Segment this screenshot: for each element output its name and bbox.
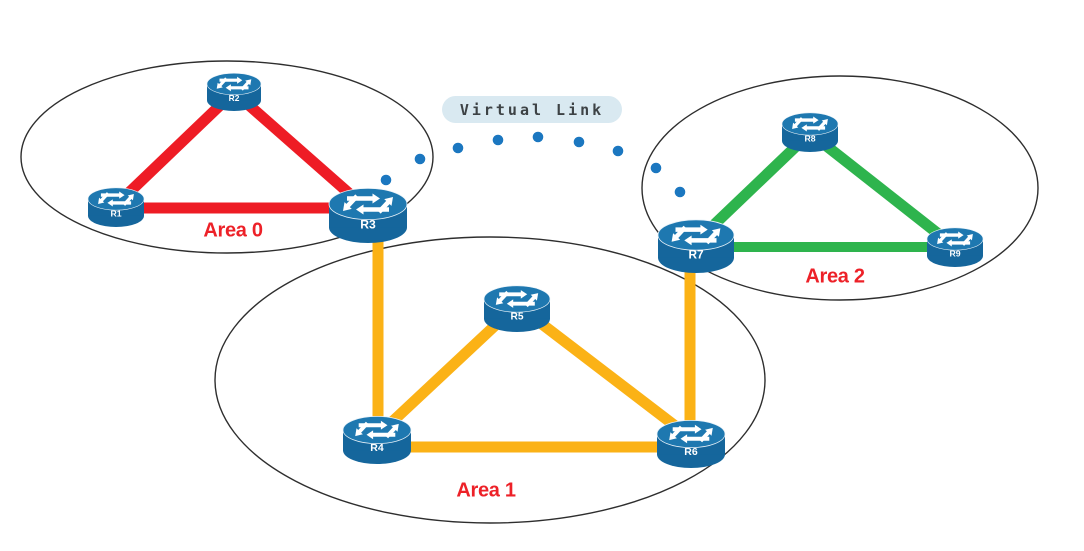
router-arrow-icon bbox=[669, 425, 683, 441]
router-R3: R3 bbox=[328, 187, 408, 243]
virtual-link-dot bbox=[532, 131, 544, 143]
router-arrow-icon bbox=[356, 204, 389, 215]
router-arrow-icon bbox=[672, 424, 702, 434]
link-R8-R9 bbox=[806, 128, 959, 252]
area-1-boundary bbox=[214, 236, 766, 524]
router-arrow-icon bbox=[946, 239, 971, 247]
link-R2-R3 bbox=[230, 87, 372, 215]
router-arrow-icon bbox=[792, 117, 804, 129]
router-arrow-icon bbox=[240, 79, 252, 91]
router-arrow-icon bbox=[524, 293, 539, 308]
router-arrow-icon bbox=[385, 423, 399, 439]
area-0-boundary bbox=[20, 60, 434, 254]
virtual-link-dot bbox=[452, 142, 464, 154]
router-name-R7: R7 bbox=[688, 248, 704, 262]
router-arrow-icon bbox=[680, 434, 710, 444]
virtual-link-dot bbox=[650, 162, 662, 174]
router-arrow-icon bbox=[98, 192, 110, 204]
router-arrow-icon bbox=[699, 427, 713, 443]
router-arrow-icon bbox=[355, 421, 369, 437]
router-arrow-icon bbox=[216, 77, 228, 89]
router-R5: R5 bbox=[483, 285, 551, 332]
link-R5-R6 bbox=[513, 300, 695, 443]
router-arrow-icon bbox=[961, 234, 973, 246]
virtual-link-dot bbox=[380, 174, 392, 186]
router-arrow-icon bbox=[816, 119, 828, 131]
router-arrow-icon bbox=[377, 197, 393, 214]
virtual-link-dot bbox=[414, 153, 426, 165]
router-arrow-icon bbox=[358, 420, 388, 430]
router-arrow-icon bbox=[675, 224, 708, 235]
router-arrow-icon bbox=[705, 228, 721, 245]
router-R6: R6 bbox=[656, 420, 726, 468]
router-name-R1: R1 bbox=[110, 208, 121, 218]
link-R1-R2 bbox=[112, 88, 238, 209]
area-2-boundary bbox=[641, 75, 1039, 301]
router-R8: R8 bbox=[781, 112, 839, 152]
router-name-R8: R8 bbox=[804, 133, 815, 143]
router-R7: R7 bbox=[657, 219, 735, 273]
router-arrow-icon bbox=[801, 124, 826, 132]
router-arrow-icon bbox=[506, 299, 535, 308]
router-name-R6: R6 bbox=[684, 446, 698, 458]
router-arrow-icon bbox=[219, 76, 243, 84]
router-R4: R4 bbox=[342, 416, 412, 464]
virtual-link-dot bbox=[492, 134, 504, 146]
router-R1: R1 bbox=[87, 187, 145, 227]
router-R9: R9 bbox=[926, 227, 984, 267]
router-arrow-icon bbox=[671, 225, 687, 242]
router-arrow-icon bbox=[939, 231, 964, 239]
router-arrow-icon bbox=[684, 235, 717, 246]
router-R2: R2 bbox=[206, 72, 262, 111]
virtual-link-dot bbox=[612, 145, 624, 157]
router-arrow-icon bbox=[937, 232, 949, 244]
virtual-link-dot bbox=[674, 186, 686, 198]
router-arrow-icon bbox=[495, 290, 510, 305]
router-arrow-icon bbox=[225, 84, 249, 92]
router-arrow-icon bbox=[499, 290, 528, 299]
router-name-R2: R2 bbox=[229, 93, 240, 103]
router-arrow-icon bbox=[343, 194, 359, 211]
router-arrow-icon bbox=[100, 191, 125, 199]
router-arrow-icon bbox=[366, 430, 396, 440]
router-arrow-icon bbox=[107, 199, 132, 207]
router-arrow-icon bbox=[347, 193, 380, 204]
router-name-R3: R3 bbox=[360, 217, 376, 231]
virtual-link-dot bbox=[573, 136, 585, 148]
router-name-R4: R4 bbox=[370, 442, 384, 454]
router-arrow-icon bbox=[122, 194, 134, 206]
router-arrow-icon bbox=[794, 116, 819, 124]
router-name-R5: R5 bbox=[510, 312, 523, 323]
router-name-R9: R9 bbox=[949, 248, 960, 258]
